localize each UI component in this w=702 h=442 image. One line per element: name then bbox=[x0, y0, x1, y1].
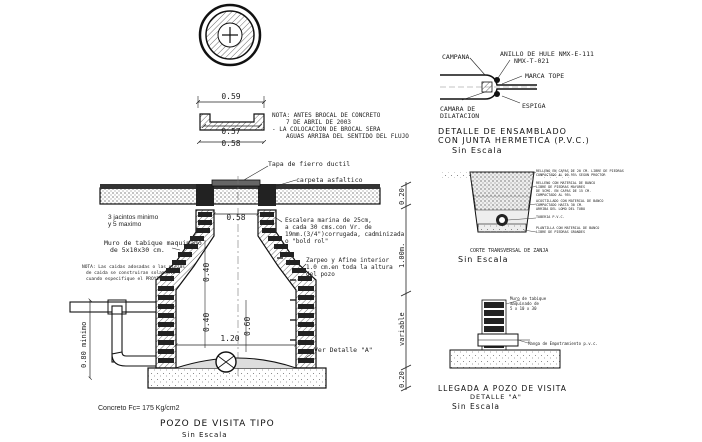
label-carpeta: carpeta asfaltico bbox=[296, 176, 363, 184]
frame-left bbox=[196, 184, 214, 206]
llegada-base bbox=[449, 349, 561, 369]
dim-variable: variable bbox=[398, 312, 406, 346]
label-escalera-3: 19mm.(3/4")corrugada, cadminizada bbox=[285, 231, 405, 238]
llegada-detail: Muro de tabique maquinado de 5 x 10 x 30… bbox=[438, 296, 598, 411]
trench-note-c2: COMPACTADO HASTA 30 CM. bbox=[536, 203, 583, 207]
label-jacinto-1: 3 jacintos minimo bbox=[108, 214, 159, 221]
llegada-muro-1: Muro de tabique bbox=[510, 296, 547, 301]
label-jacinto-2: y 5 maximo bbox=[108, 221, 142, 228]
cover-dim-057: 0.57 bbox=[221, 127, 240, 136]
pvc-campana: CAMPANA bbox=[442, 53, 469, 61]
rubber-ring-top bbox=[494, 77, 500, 83]
manhole-scale: Sin Escala bbox=[182, 431, 228, 439]
trench-note-b4: COMPACTADO AL 95% bbox=[536, 193, 571, 197]
cover-dim-058: 0.58 bbox=[221, 139, 240, 148]
pvc-scale: Sin Escala bbox=[452, 146, 503, 155]
label-zarpeo-1: Zarpeo y Afine interior bbox=[306, 257, 389, 264]
llegada-scale: Sin Escala bbox=[452, 402, 500, 411]
llegada-title-1: LLEGADA A POZO DE VISITA bbox=[438, 384, 567, 393]
cover-note-1: NOTA: ANTES BROCAL DE CONCRETO bbox=[272, 112, 381, 119]
trench-note-b1: RELLENO CON MATERIAL DE BANCO bbox=[536, 181, 595, 185]
cover-lid bbox=[211, 179, 261, 187]
label-zarpeo-3: del pozo bbox=[306, 271, 335, 278]
cover-note-2: 7 DE ABRIL DE 2003 bbox=[286, 119, 351, 126]
pvc-title-2: CON JUNTA HERMETICA (P.V.C.) bbox=[438, 136, 590, 145]
asphalt-layer bbox=[100, 184, 380, 189]
label-muro-1: Muro de tabique maquinado bbox=[104, 239, 202, 247]
base-slab bbox=[147, 367, 327, 389]
llegada-muro-2: maquinado de bbox=[510, 301, 539, 306]
frame-right bbox=[258, 184, 276, 206]
vertical-dimension-chain: 0.20 1.00m. variable 0.20 bbox=[398, 181, 412, 392]
trench-note-e1: PLANTILLA CON MATERIAL DE BANCO bbox=[536, 226, 599, 230]
label-tapa: Tapa de fierro ductil bbox=[268, 160, 350, 168]
rubber-ring-bottom bbox=[494, 91, 500, 97]
cover-dim-059: 0.59 bbox=[221, 92, 240, 101]
label-zarpeo-2: 1.0 cm.en toda la altura bbox=[306, 264, 393, 271]
pipe-bell-bottom bbox=[440, 88, 537, 100]
dim-100: 1.00m. bbox=[398, 243, 406, 268]
drop-dim-080: 0.80 minimo bbox=[80, 322, 88, 368]
dim-020-bottom: 0.20 bbox=[398, 371, 406, 388]
label-concreto: Concreto Fc= 175 Kg/cm2 bbox=[98, 405, 180, 412]
label-nota-3: cuando especifique el PROYECTO bbox=[86, 276, 168, 282]
shaft-dim-060: 0.60 bbox=[243, 317, 252, 336]
shaft-dim-040a: 0.40 bbox=[202, 263, 211, 282]
trench-note-a1: RELLENO EN CAPAS DE 20 CM. LIBRE DE PIED… bbox=[536, 169, 624, 173]
pvc-camara-2: DILATACION bbox=[440, 112, 479, 120]
label-ver-detalle: Ver Detalle "A" bbox=[314, 346, 373, 354]
dim-020-top: 0.20 bbox=[398, 188, 406, 205]
pvc-joint-detail: CAMPANA ANILLO DE HULE NMX-E-111 NMX-T-0… bbox=[438, 50, 594, 155]
cover-note-3: - LA COLOCACION DE BROCAL SERA bbox=[272, 126, 381, 133]
cover-note-4: AGUAS ARRIBA DEL SENTIDO DEL FLUJO bbox=[286, 133, 409, 140]
trench-note-a2: COMPACTADO AL 90-95% SEGUN PROCTOR bbox=[536, 173, 606, 177]
llegada-muro-3: 5 x 10 x 30 bbox=[510, 306, 537, 311]
pvc-camara-1: CAMARA DE bbox=[440, 105, 475, 113]
trench-note-c3: ARRIBA DEL LOMO DEL TUBO bbox=[536, 207, 585, 211]
label-escalera-4: o "bold rol" bbox=[285, 238, 328, 245]
manhole-title: POZO DE VISITA TIPO bbox=[160, 419, 275, 429]
llegada-manga: Manga de Empotramiento p.v.c. bbox=[528, 341, 598, 346]
base-dim-120: 1.20 bbox=[220, 334, 239, 343]
pvc-espiga: ESPIGA bbox=[522, 102, 546, 110]
trench-note-d1: TUBERIA P.V.C. bbox=[536, 215, 565, 219]
label-muro-2: de 5x10x30 cm. bbox=[110, 246, 165, 254]
shaft-dim-040b: 0.40 bbox=[202, 313, 211, 332]
cover-emblem bbox=[222, 27, 238, 43]
trench-note-e2: LIBRE DE PIEDRAS GRANDES bbox=[536, 230, 585, 234]
label-nota-2: de caida se construiran solamente bbox=[86, 270, 176, 276]
manhole-section: 0.58 0.40 0.40 0.60 1.20 0.80 minimo Tap… bbox=[69, 160, 405, 439]
pvc-anillo-1: ANILLO DE HULE NMX-E-111 bbox=[500, 50, 594, 58]
pvc-marca-tope: MARCA TOPE bbox=[525, 72, 564, 80]
trench-note-b2: LIBRE DE PIEDRAS MAYORES bbox=[536, 185, 585, 189]
label-escalera-1: Escalera marina de 25cm, bbox=[285, 217, 372, 224]
pavement-slab bbox=[99, 187, 381, 205]
pvc-title-1: DETALLE DE ENSAMBLADO bbox=[438, 127, 567, 136]
cover-outer-ring bbox=[198, 3, 262, 67]
trench-note-b3: DE 5CMS. EN CAPAS DE 15 CM. bbox=[536, 189, 591, 193]
ladder-rungs bbox=[270, 239, 296, 341]
shaft-dim-058: 0.58 bbox=[226, 213, 245, 222]
trench-note-c1: ACOSTILLADO CON MATERIAL DE BANCO bbox=[536, 199, 603, 203]
llegada-title-2: DETALLE "A" bbox=[470, 393, 522, 401]
label-escalera-2: a cada 30 cms.con Vr. de bbox=[285, 224, 372, 231]
pvc-anillo-2: NMX-T-021 bbox=[514, 57, 549, 65]
pipe-bell-top bbox=[440, 74, 537, 86]
label-nota-1: NOTA: Las caidas adosadas o las piezas bbox=[82, 264, 185, 270]
trench-title: CORTE TRANSVERSAL DE ZANJA bbox=[470, 248, 548, 254]
cover-detail: 0.59 0.57 0.58 NOTA: ANTES BROCAL DE CON… bbox=[198, 3, 409, 148]
trench-scale: Sin Escala bbox=[458, 255, 509, 264]
trench-section: RELLENO EN CAPAS DE 20 CM. LIBRE DE PIED… bbox=[440, 169, 624, 264]
drop-pipe bbox=[69, 299, 157, 367]
